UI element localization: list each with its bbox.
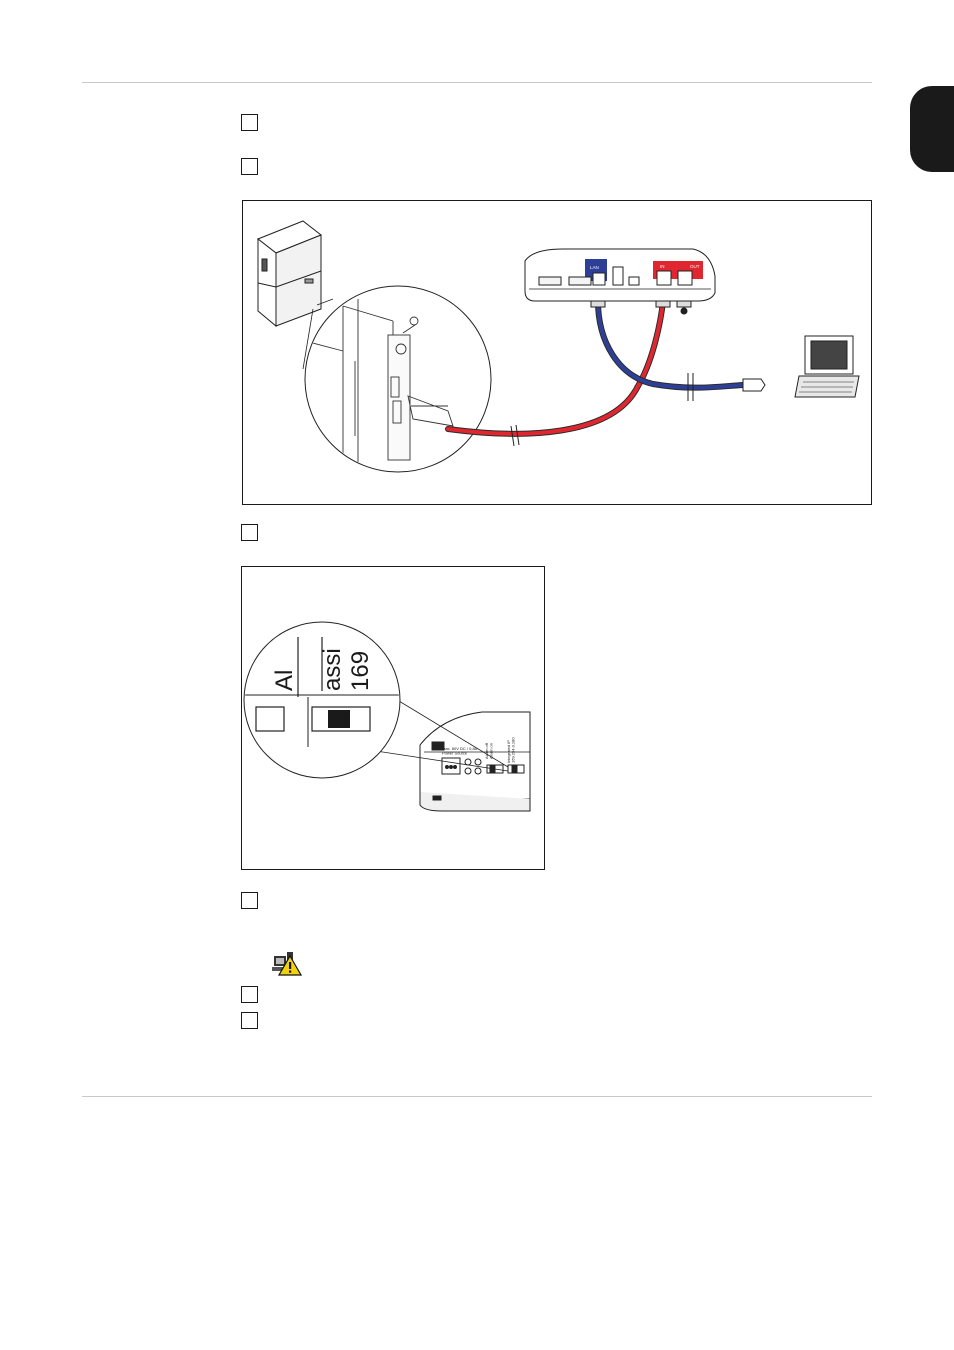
integrated-ip-label: Integrated IP169.254.0.180: [506, 737, 516, 763]
step-checkbox-5[interactable]: [241, 986, 258, 1003]
zoom-text-col3: 169: [347, 651, 374, 691]
lan-cable: [595, 298, 766, 401]
step-checkbox-6[interactable]: [241, 1012, 258, 1029]
step-checkbox-2[interactable]: [241, 158, 258, 175]
callout-line: [316, 298, 334, 306]
lan-port-label: LAN: [590, 265, 599, 270]
solar-net-cable: [445, 298, 666, 447]
callout-line: [302, 308, 314, 370]
step-checkbox-3[interactable]: [241, 524, 258, 541]
footer-rule: [82, 1096, 872, 1097]
inverter-zoom-circle: [304, 285, 492, 473]
connection-diagram-illustration: LAN IN OUT: [257, 220, 860, 473]
alarm-switch-label: Alarm offAlarm on: [484, 742, 494, 759]
header-rule: [82, 82, 872, 83]
zoom-text-col1: Al: [271, 670, 298, 691]
inverter-drawing: [257, 220, 322, 328]
network-warning-icon: [272, 952, 302, 976]
callout-line: [375, 750, 509, 772]
in-port-label: IN: [660, 264, 665, 269]
zoom-text-col2: assi: [319, 648, 346, 691]
out-port-label: OUT: [690, 264, 700, 269]
step-checkbox-1[interactable]: [241, 114, 258, 131]
callout-line: [393, 697, 509, 768]
datamanager-drawing: LAN IN OUT: [524, 248, 716, 302]
switch-zoom-circle: Al assi 169: [243, 621, 401, 779]
language-tab[interactable]: [910, 86, 954, 172]
step-checkbox-4[interactable]: [241, 892, 258, 909]
connection-diagram-figure: LAN IN OUT: [242, 200, 872, 505]
laptop-drawing: [794, 335, 860, 398]
